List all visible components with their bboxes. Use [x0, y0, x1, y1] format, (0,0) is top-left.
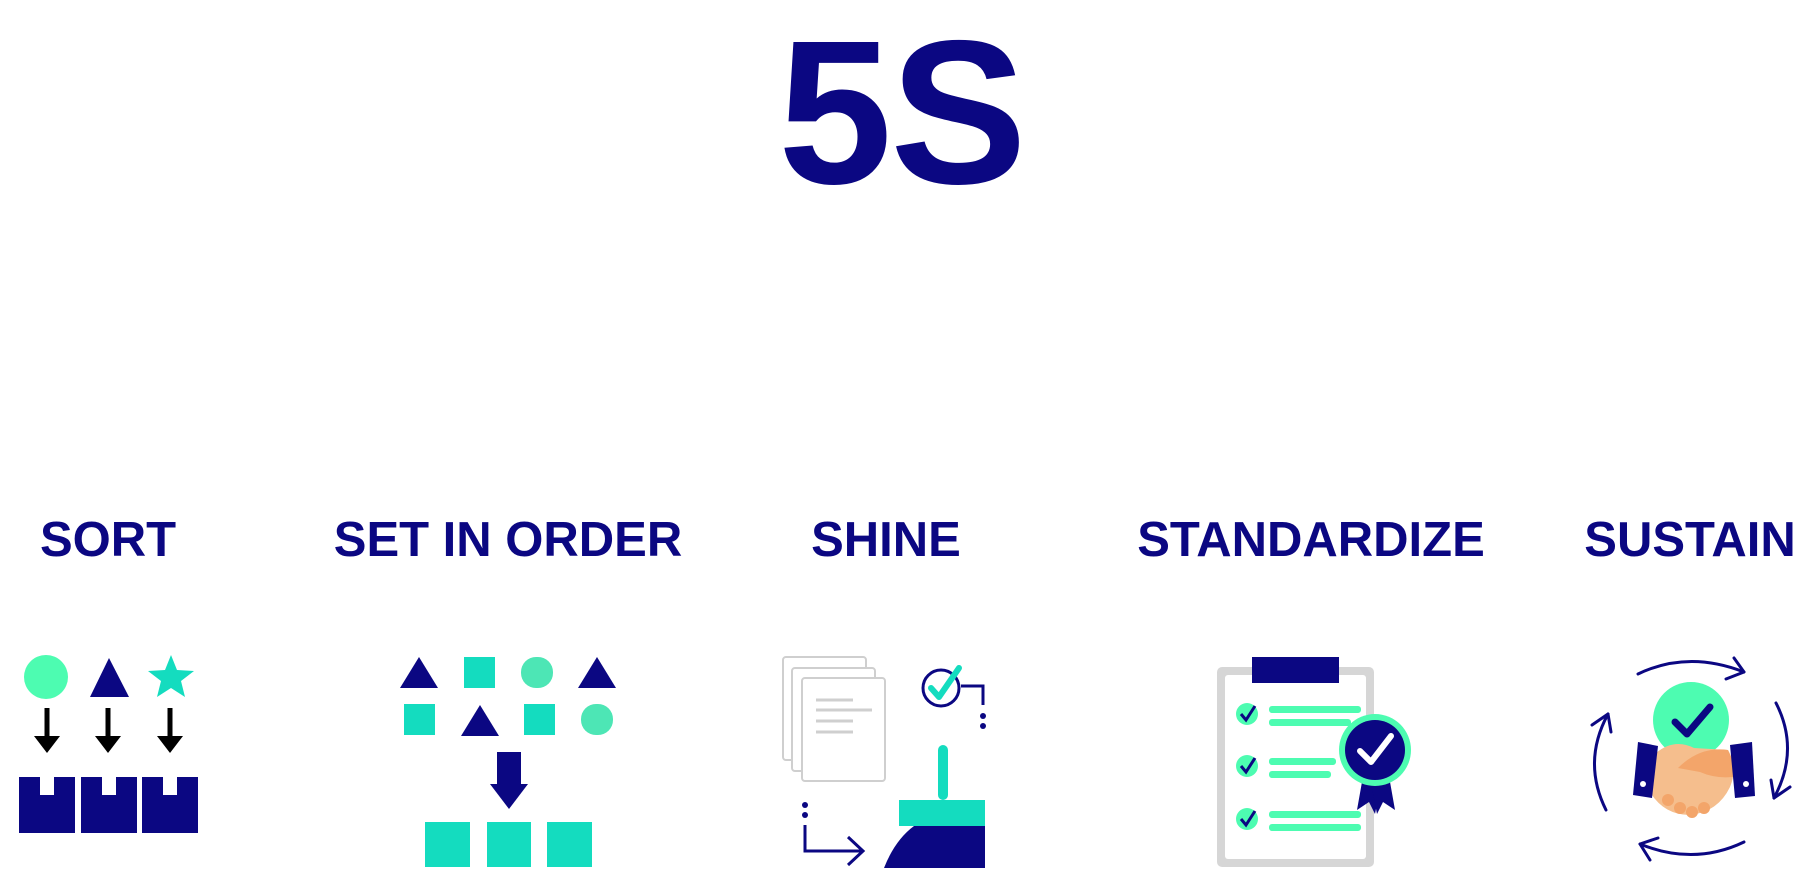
set-in-order-icon — [395, 650, 616, 870]
step-label-shine: SHINE — [811, 513, 961, 567]
step-label-set-in-order: SET IN ORDER — [333, 513, 683, 567]
step-label-sustain: SUSTAIN — [1584, 513, 1796, 567]
shine-icon — [780, 650, 990, 870]
standardize-icon — [1210, 650, 1420, 870]
step-label-standardize: STANDARDIZE — [1137, 513, 1485, 567]
sustain-icon — [1578, 650, 1792, 870]
page-title: 5S — [778, 0, 1027, 227]
step-label-sort: SORT — [39, 513, 177, 567]
sort-icon — [8, 650, 218, 870]
